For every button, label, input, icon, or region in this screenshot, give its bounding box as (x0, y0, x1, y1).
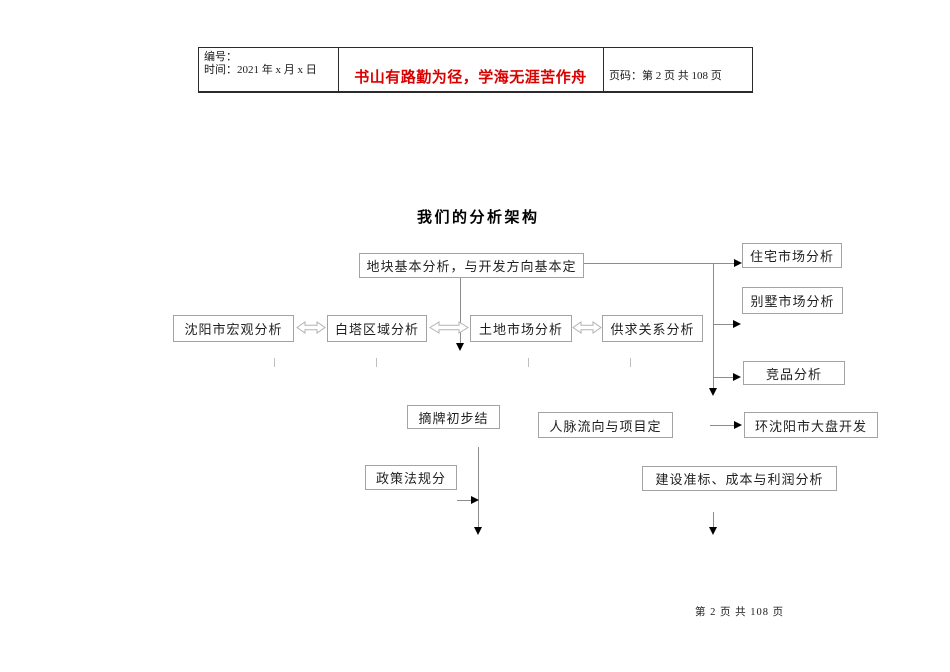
flow-box-land-basic-analysis: 地块基本分析，与开发方向基本定 (359, 253, 584, 278)
residual-tick-mark (528, 358, 529, 367)
residual-tick-mark (274, 358, 275, 367)
arrowhead-right-icon (733, 373, 741, 381)
connector-top-to-residential-line (584, 263, 735, 264)
flow-box-people-flow-project: 人脉流向与项目定 (538, 412, 673, 438)
double-arrow-icon (429, 321, 469, 334)
connector-construction-down-line (713, 512, 714, 527)
header-number-time-cell: 编号：时间：2021 年 x 月 x 日 (204, 51, 317, 77)
arrowhead-down-icon (474, 527, 482, 535)
arrowhead-down-icon (709, 388, 717, 396)
header-time-label: 时间：2021 年 x 月 x 日 (204, 64, 317, 76)
residual-tick-mark (630, 358, 631, 367)
flow-box-land-market-analysis: 土地市场分析 (470, 315, 572, 342)
flow-box-competitor-analysis: 竞品分析 (743, 361, 845, 385)
header-table-divider (603, 48, 604, 91)
page-title: 我们的分析架构 (417, 209, 540, 226)
footer-page-number: 第 2 页 共 108 页 (695, 607, 785, 618)
double-arrow-icon (296, 321, 326, 334)
header-number-label: 编号： (204, 51, 237, 63)
flow-box-around-shenyang-dev: 环沈阳市大盘开发 (744, 412, 878, 438)
header-table: 编号：时间：2021 年 x 月 x 日 书山有路勤为径，学海无涯苦作舟 页码：… (198, 47, 753, 93)
connector-top-down-line (460, 278, 461, 343)
connector-policy-stub (457, 500, 471, 501)
connector-trunk-competitor-stub (714, 377, 733, 378)
connector-around-shenyang-line (710, 425, 734, 426)
arrowhead-down-icon (709, 527, 717, 535)
connector-right-trunk-line (713, 263, 714, 388)
arrowhead-right-icon (734, 259, 742, 267)
flow-box-construction-cost-profit: 建设准标、成本与利润分析 (642, 466, 837, 491)
arrowhead-right-icon (471, 496, 479, 504)
flow-box-villa-market: 别墅市场分析 (742, 287, 843, 314)
flow-box-delisting-preliminary: 摘牌初步结 (407, 405, 500, 429)
header-slogan: 书山有路勤为径，学海无涯苦作舟 (354, 69, 587, 86)
flow-box-shenyang-macro-analysis: 沈阳市宏观分析 (173, 315, 294, 342)
double-arrow-icon (572, 321, 602, 334)
arrowhead-right-icon (734, 421, 742, 429)
flow-box-baita-region-analysis: 白塔区域分析 (327, 315, 427, 342)
arrowhead-down-icon (456, 343, 464, 351)
connector-delisting-down-line (478, 447, 479, 527)
residual-tick-mark (376, 358, 377, 367)
flow-box-supply-demand-analysis: 供求关系分析 (602, 315, 703, 342)
header-page-info: 页码：第 2 页 共 108 页 (609, 70, 722, 82)
flow-box-policy-regulation: 政策法规分 (365, 465, 457, 490)
flow-box-residential-market: 住宅市场分析 (742, 243, 842, 268)
arrowhead-right-icon (733, 320, 741, 328)
connector-trunk-mid-stub (714, 324, 733, 325)
header-table-divider (338, 48, 339, 91)
